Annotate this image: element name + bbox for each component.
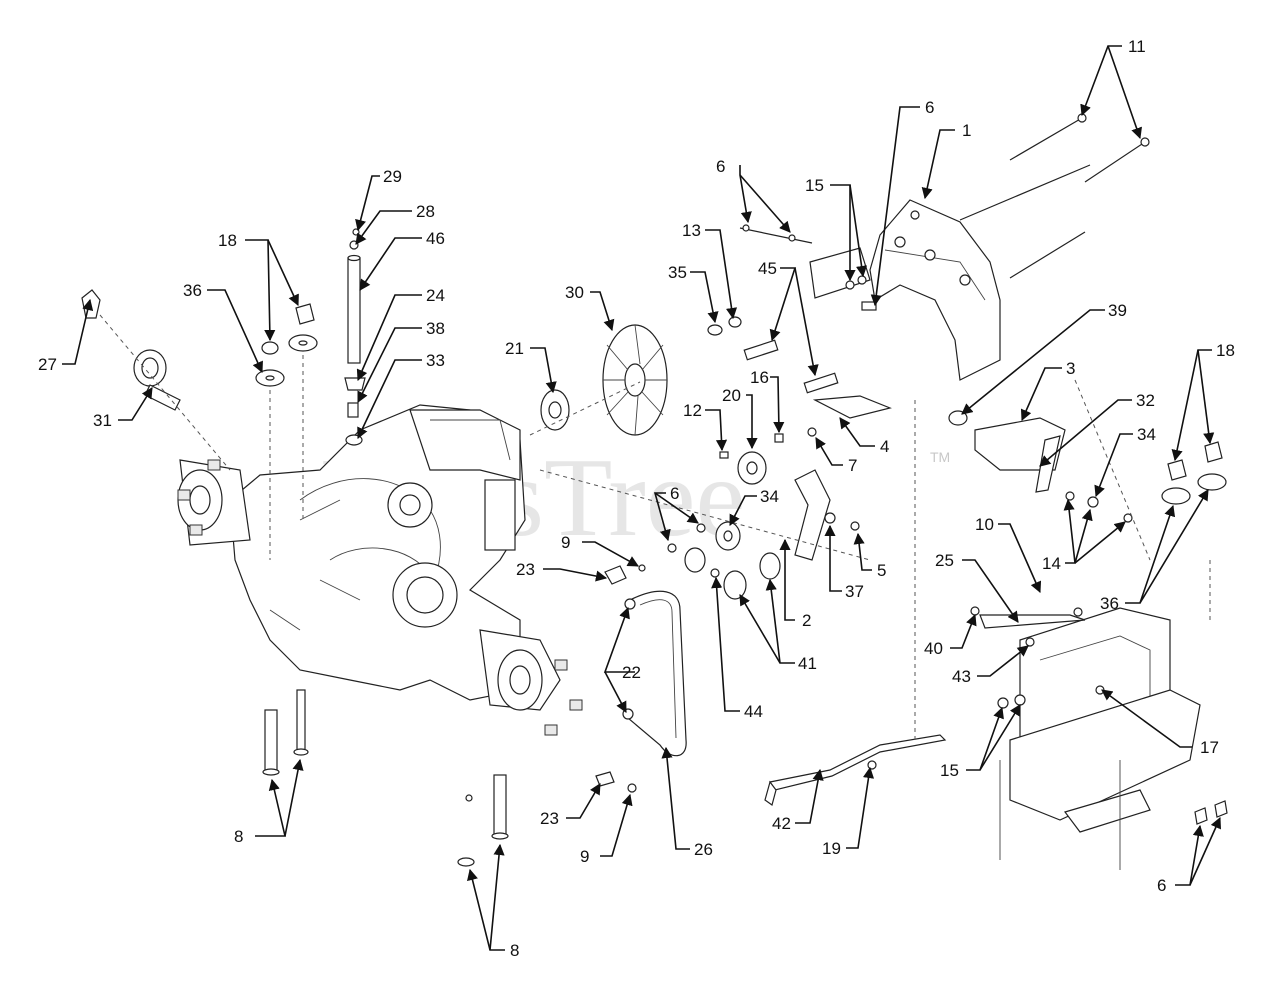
callout-2: 2	[802, 611, 811, 630]
callout-22: 22	[622, 663, 641, 682]
callout-10: 10	[975, 515, 994, 534]
callout-41: 41	[798, 654, 817, 673]
callout-33: 33	[426, 351, 445, 370]
callout-6-top-left: 6	[716, 157, 725, 176]
transmission-housing	[177, 404, 583, 736]
callout-18-left: 18	[218, 231, 237, 250]
callout-43: 43	[952, 667, 971, 686]
callout-14: 14	[1042, 554, 1061, 573]
callout-7: 7	[848, 456, 857, 475]
pulley-and-fan	[529, 324, 668, 436]
callout-23-lower: 23	[540, 809, 559, 828]
callout-11: 11	[1128, 37, 1146, 56]
callout-44: 44	[744, 702, 763, 721]
callout-40: 40	[924, 639, 943, 658]
callout-26: 26	[694, 840, 713, 859]
callout-17: 17	[1200, 738, 1219, 757]
watermark-tm: TM	[930, 449, 950, 465]
handle-assembly	[81, 289, 231, 471]
cooling-fan	[602, 324, 668, 436]
callout-42: 42	[772, 814, 791, 833]
callout-1: 1	[962, 121, 971, 140]
callout-30: 30	[565, 283, 584, 302]
callout-37: 37	[845, 582, 864, 601]
callout-24: 24	[426, 286, 445, 305]
callout-34-right: 34	[1137, 425, 1156, 444]
vertical-shaft-stack	[344, 228, 366, 446]
callout-36-left: 36	[183, 281, 202, 300]
callout-15-bottom: 15	[940, 761, 959, 780]
upper-frame-bracket	[707, 113, 1150, 381]
callout-34-center: 34	[760, 487, 779, 506]
idler-bracket-group	[539, 339, 892, 600]
callout-9-lower: 9	[580, 847, 589, 866]
callout-16: 16	[750, 368, 769, 387]
pins-lower	[262, 689, 509, 867]
callout-38: 38	[426, 319, 445, 338]
callout-3: 3	[1066, 359, 1075, 378]
callout-4: 4	[880, 437, 889, 456]
callout-12: 12	[683, 401, 702, 420]
callout-31: 31	[93, 411, 112, 430]
callout-8-bottom: 8	[510, 941, 519, 960]
callout-29: 29	[383, 167, 402, 186]
callout-6-bottom-right: 6	[1157, 876, 1166, 895]
callout-13: 13	[682, 221, 701, 240]
callout-leaders	[62, 45, 1221, 951]
callout-23-upper: 23	[516, 560, 535, 579]
belt-and-tubes	[595, 590, 687, 793]
callout-36-right: 36	[1100, 594, 1119, 613]
callout-19: 19	[822, 839, 841, 858]
callout-25: 25	[935, 551, 954, 570]
callout-39: 39	[1108, 301, 1127, 320]
callout-9-upper: 9	[561, 533, 570, 552]
callout-35: 35	[668, 263, 687, 282]
parts-drawing	[81, 113, 1228, 870]
callout-5: 5	[877, 561, 886, 580]
callout-27: 27	[38, 355, 57, 374]
callout-20: 20	[722, 386, 741, 405]
shift-lever-assembly	[948, 410, 1227, 523]
callout-46: 46	[426, 229, 445, 248]
callout-labels: 1 2 3 4 5 6 6 6 6 7 8 8 9 9 10 11 12 13 …	[38, 37, 1235, 960]
left-washers	[255, 303, 318, 560]
callout-15-top: 15	[805, 176, 824, 195]
callout-45: 45	[758, 259, 777, 278]
callout-32: 32	[1136, 391, 1155, 410]
callout-8-left: 8	[234, 827, 243, 846]
callout-21: 21	[505, 339, 524, 358]
callout-6-top-right: 6	[925, 98, 934, 117]
callout-18-right: 18	[1216, 341, 1235, 360]
callout-28: 28	[416, 202, 435, 221]
callout-6-center: 6	[670, 484, 679, 503]
